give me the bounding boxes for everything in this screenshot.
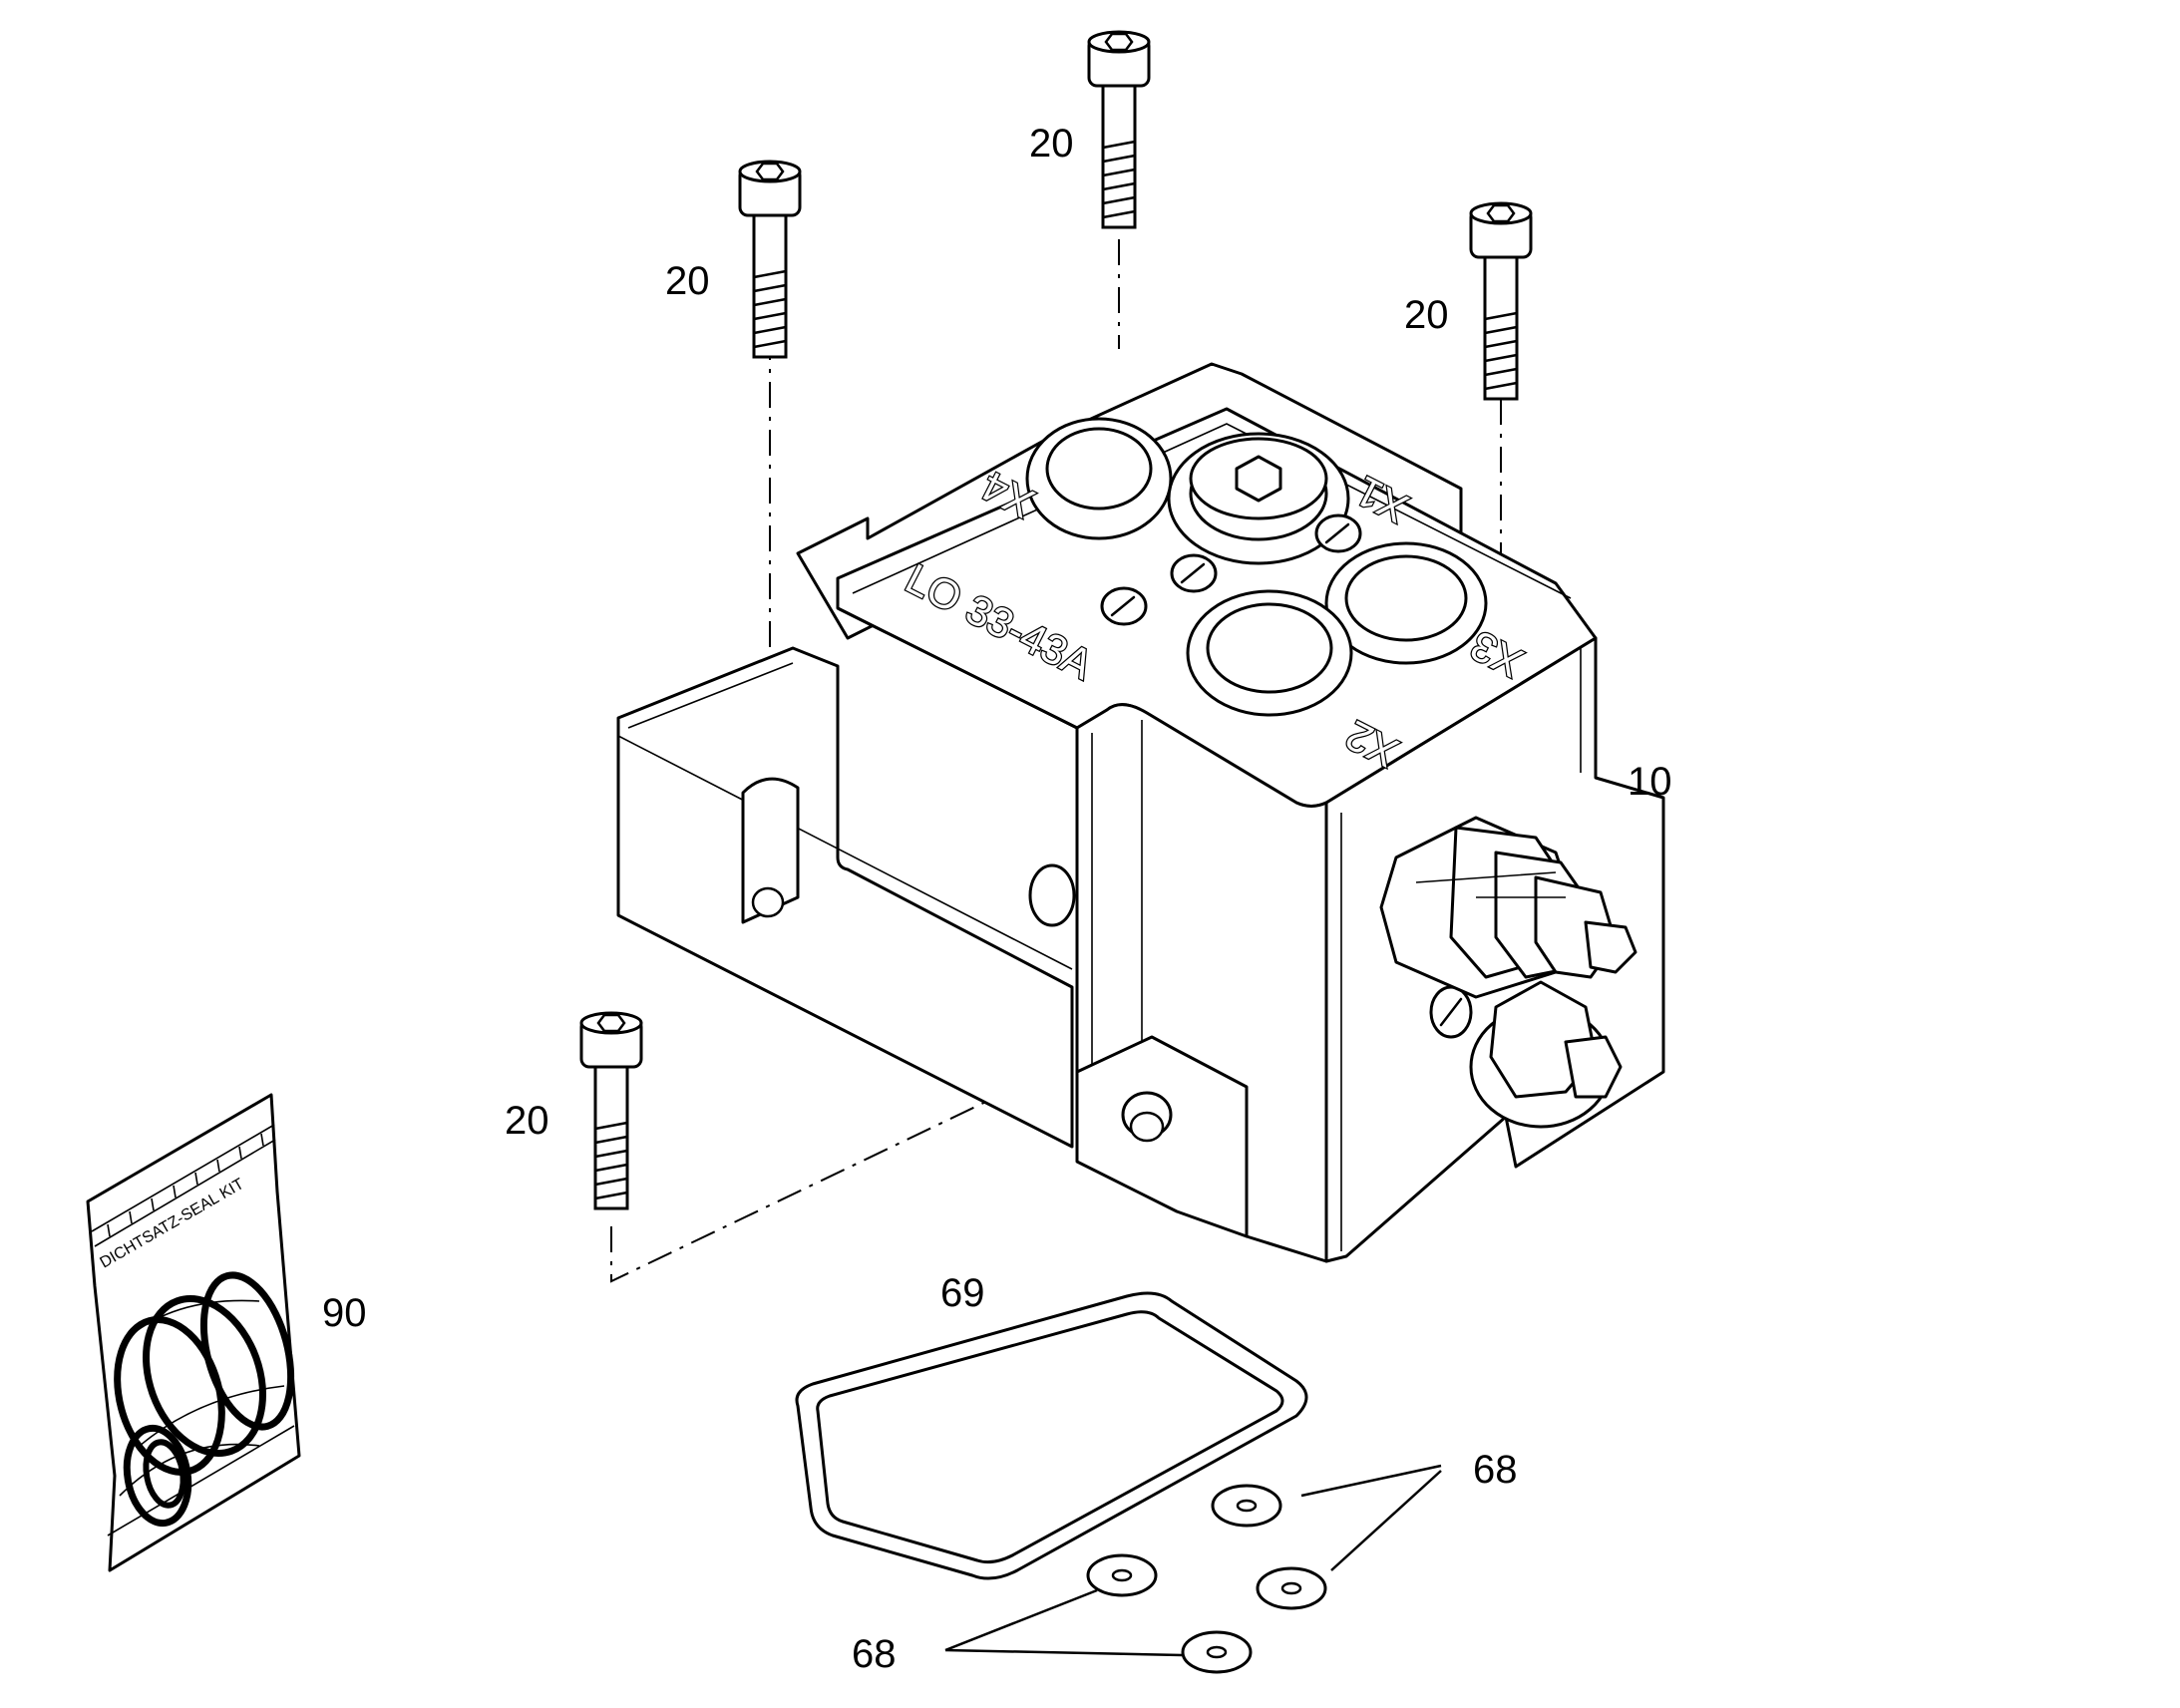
gasket: [795, 1291, 1308, 1580]
callout-screw-top-left: 20: [665, 259, 710, 303]
callout-screw-lower-left: 20: [505, 1099, 549, 1143]
callout-screw-top-right: 20: [1404, 293, 1449, 337]
port-x2: [1186, 589, 1353, 717]
screw-top-right: [1469, 201, 1533, 401]
small-plugs: [1100, 513, 1473, 1039]
washer: [1256, 1566, 1327, 1610]
screw-top-left: [738, 160, 802, 359]
leader-lines: [944, 1464, 1442, 1657]
seal-kit-bag: DICHTSATZ-SEAL KIT: [86, 1093, 301, 1572]
washer: [1181, 1630, 1253, 1674]
washer: [1086, 1553, 1158, 1597]
lower-valve-fitting: [1469, 980, 1623, 1129]
callout-seal-kit: 90: [322, 1291, 367, 1335]
screw-top-center: [1087, 30, 1151, 229]
port-x1-plug: [1167, 432, 1350, 565]
port-x3: [1324, 541, 1488, 665]
callout-washers-right: 68: [1473, 1448, 1518, 1492]
callout-valve-block: 10: [1628, 760, 1672, 804]
port-x4: [1025, 417, 1173, 540]
callout-screw-top-center: 20: [1029, 122, 1074, 166]
washer: [1211, 1484, 1282, 1528]
washers: [1086, 1484, 1327, 1674]
callout-gasket: 69: [940, 1271, 985, 1315]
callouts: 20 20 20 20 10 90 69 68 68: [322, 122, 1672, 1676]
assembly-axis-lines: [610, 239, 1502, 1283]
pressure-valve-fitting: [1379, 816, 1637, 999]
callout-washers-bottom: 68: [852, 1632, 897, 1676]
screw-lower-left: [579, 1011, 643, 1210]
valve-block: LO 33-43A X4 X1 X3 X2: [616, 362, 1665, 1263]
